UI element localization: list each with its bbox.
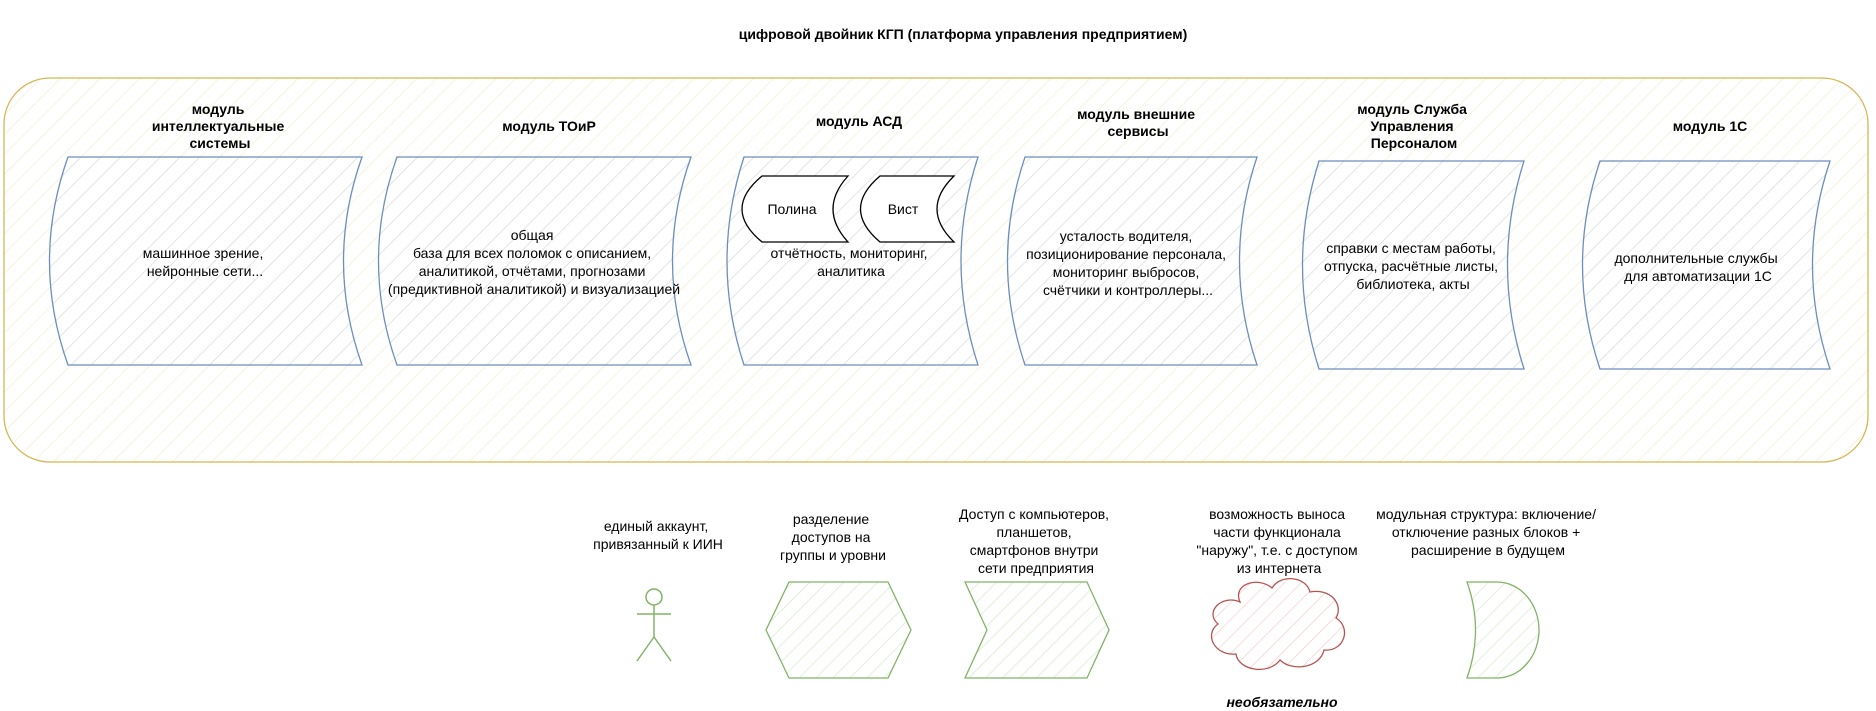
module-hr-service-shape bbox=[1301, 160, 1525, 370]
actor-icon bbox=[636, 588, 672, 662]
module-intelligent-systems-body: машинное зрение, нейронные сети... bbox=[143, 245, 268, 279]
feature-modular-structure-label: модульная структура: включение/ отключен… bbox=[1376, 506, 1600, 558]
subitem-polina-label: Полина bbox=[767, 201, 816, 217]
cloud-icon bbox=[1211, 578, 1346, 670]
feature-modular-structure: модульная структура: включение/ отключен… bbox=[1376, 506, 1600, 679]
module-external-services-body: усталость водителя, позиционирование пер… bbox=[1026, 228, 1230, 298]
module-asd-title: модуль АСД bbox=[816, 113, 902, 129]
module-1c-shape bbox=[1581, 160, 1831, 370]
diagram-title: цифровой двойник КГП (платформа управлен… bbox=[739, 26, 1188, 42]
module-toir-title: модуль ТОиР bbox=[502, 118, 596, 134]
subitem-polina: Полина bbox=[741, 175, 850, 243]
module-toir-shape bbox=[377, 156, 692, 366]
subitem-vist-label: Вист bbox=[888, 201, 919, 217]
hexagon-icon bbox=[765, 581, 912, 679]
module-intelligent-systems-title: модуль интеллектуальные системы bbox=[152, 101, 288, 151]
module-external-services-title: модуль внешние сервисы bbox=[1077, 106, 1199, 139]
optional-note: необязательно bbox=[1226, 694, 1338, 710]
module-hr-service-title: модуль Служба Управления Персоналом bbox=[1357, 101, 1471, 151]
feature-device-access: Доступ с компьютеров, планшетов, смартфо… bbox=[959, 506, 1113, 679]
module-asd: модуль АСД Полина Вист отчётность, монит… bbox=[726, 113, 979, 366]
module-toir-body: общая база для всех поломок с описанием,… bbox=[388, 227, 680, 297]
module-toir: модуль ТОиР общая база для всех поломок … bbox=[377, 118, 692, 366]
delay-shape-icon bbox=[1466, 581, 1540, 679]
feature-external-access: возможность выноса части функционала "на… bbox=[1196, 506, 1361, 710]
feature-device-access-label: Доступ с компьютеров, планшетов, смартфо… bbox=[959, 506, 1113, 576]
subitem-vist: Вист bbox=[859, 175, 956, 243]
subitem-polina-shape bbox=[741, 175, 850, 243]
feature-single-account-label: единый аккаунт, привязанный к ИИН bbox=[593, 518, 723, 552]
feature-single-account: единый аккаунт, привязанный к ИИН bbox=[593, 518, 723, 662]
module-asd-body: отчётность, мониторинг, аналитика bbox=[771, 245, 932, 279]
subitem-vist-shape bbox=[859, 175, 956, 243]
module-intelligent-systems-shape bbox=[48, 156, 363, 366]
module-hr-service-body: справки с местам работы, отпуска, расчёт… bbox=[1324, 240, 1502, 292]
module-external-services: модуль внешние сервисы усталость водител… bbox=[1006, 106, 1258, 366]
step-arrow-icon bbox=[963, 581, 1110, 679]
module-1c-body: дополнительные службы для автоматизации … bbox=[1614, 250, 1781, 284]
module-1c-title: модуль 1С bbox=[1673, 118, 1747, 134]
module-1c: модуль 1С дополнительные службы для авто… bbox=[1581, 118, 1831, 370]
module-external-services-shape bbox=[1006, 156, 1258, 366]
module-hr-service: модуль Служба Управления Персоналом спра… bbox=[1301, 101, 1525, 370]
module-intelligent-systems: модуль интеллектуальные системы машинное… bbox=[48, 101, 363, 366]
feature-access-separation: разделение доступов на группы и уровни bbox=[765, 511, 912, 679]
feature-external-access-label: возможность выноса части функционала "на… bbox=[1196, 506, 1361, 576]
feature-access-separation-label: разделение доступов на группы и уровни bbox=[780, 511, 886, 563]
